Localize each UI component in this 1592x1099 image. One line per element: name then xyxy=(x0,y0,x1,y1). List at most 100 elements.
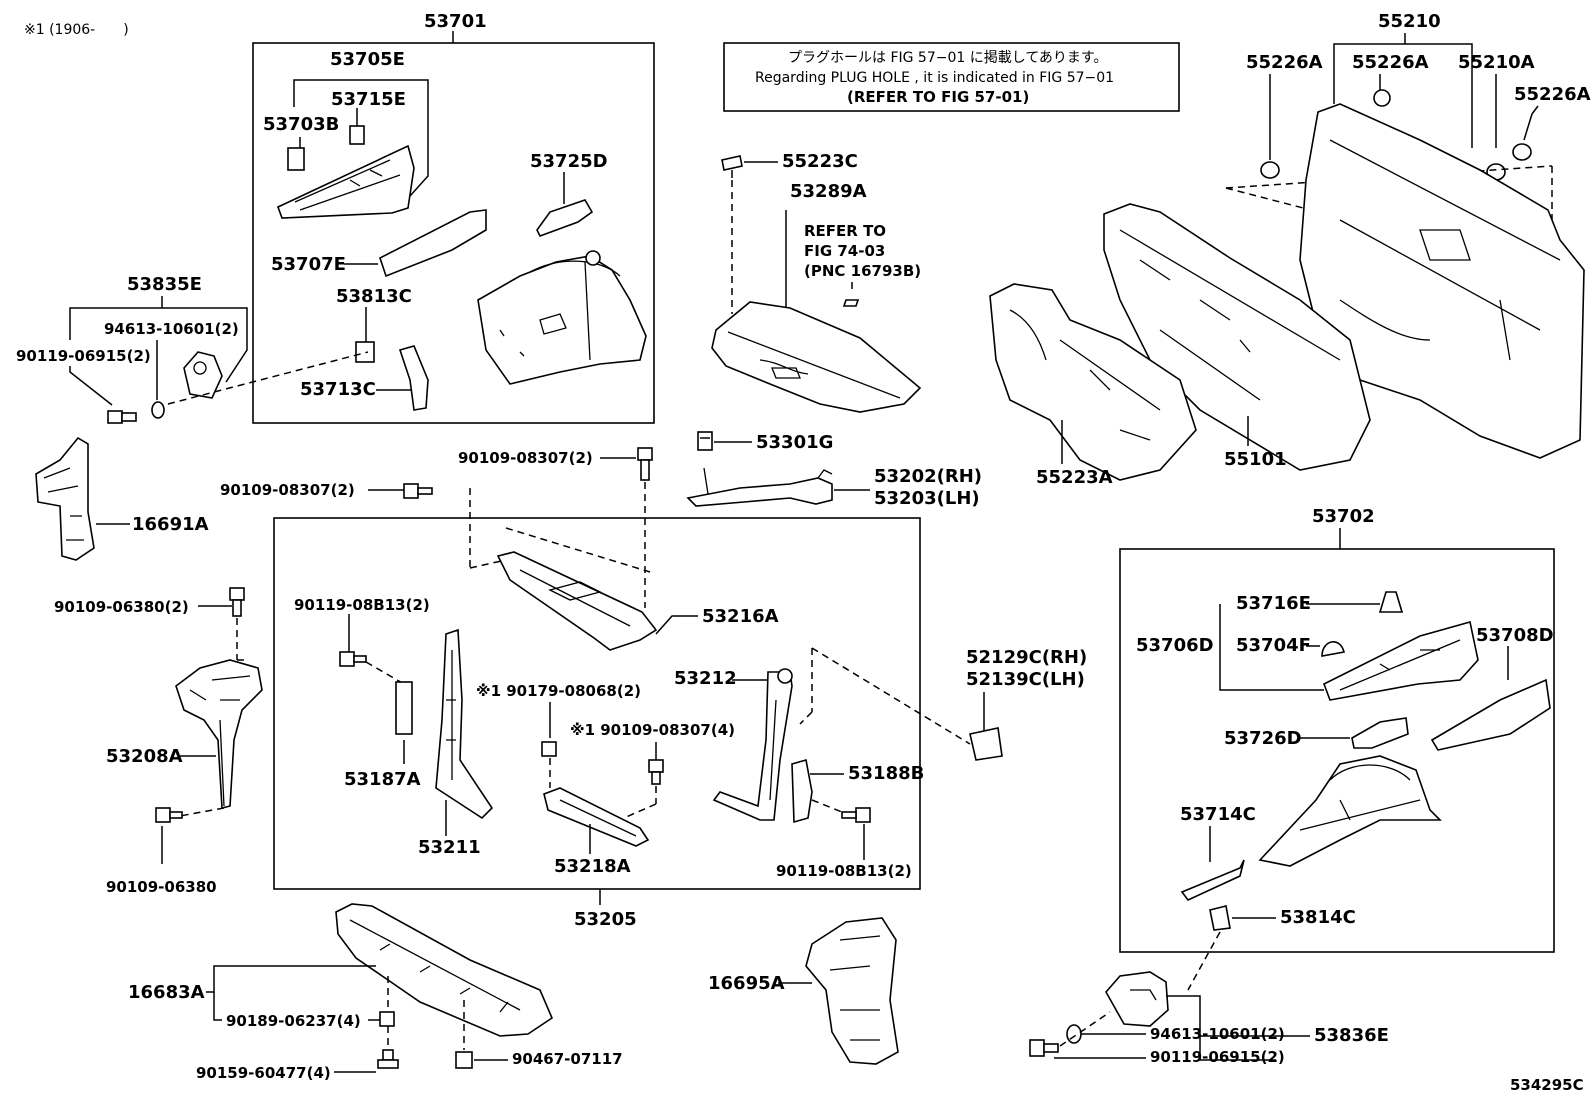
bolt-90119-08B13-left xyxy=(339,651,367,667)
label-55223C: 55223C xyxy=(782,151,858,172)
part-53707E xyxy=(379,209,487,278)
part-53202-53203 xyxy=(686,467,833,507)
refer-note-53289A-line-1: REFER TO xyxy=(804,222,886,240)
label-53814C: 53814C xyxy=(1280,907,1356,928)
part-16691A xyxy=(35,436,95,561)
label-53187A: 53187A xyxy=(344,769,421,790)
label-53725D: 53725D xyxy=(530,151,608,172)
refer-note-box: プラグホールは FIG 57−01 に掲載してあります。 Regarding P… xyxy=(723,42,1180,112)
refer-note-53289A-line-3: (PNC 16793B) xyxy=(804,262,921,280)
label-94613-right: 94613-10601(2) xyxy=(1150,1025,1285,1043)
label-53706D: 53706D xyxy=(1136,635,1214,656)
clip-90467 xyxy=(455,1051,473,1069)
part-53813C xyxy=(355,341,375,363)
part-53188B xyxy=(791,758,813,824)
part-53708D xyxy=(1430,678,1551,751)
label-53835E: 53835E xyxy=(127,274,202,295)
label-90189: 90189-06237(4) xyxy=(226,1012,361,1030)
assembly-box-53205 xyxy=(273,517,921,890)
label-53813C: 53813C xyxy=(336,286,412,307)
label-90179: ※1 90179-08068(2) xyxy=(476,682,641,700)
part-53814C xyxy=(1209,905,1231,931)
part-53726D xyxy=(1351,717,1409,749)
label-53707E: 53707E xyxy=(271,254,346,275)
label-53702: 53702 xyxy=(1312,506,1375,527)
bolt-90109-06380-bottom xyxy=(155,807,183,823)
part-53706D xyxy=(1322,620,1479,701)
washer-94613-right xyxy=(1066,1024,1082,1044)
part-53301G xyxy=(697,431,713,451)
bolt-90109-06380-top xyxy=(229,587,245,617)
label-55226A-3: 55226A xyxy=(1514,84,1591,105)
label-53202: 53202(RH) xyxy=(874,466,982,487)
label-55101: 55101 xyxy=(1224,449,1287,470)
label-90109-08307-top: 90109-08307(2) xyxy=(458,449,593,467)
clips-55226A xyxy=(1260,89,1532,181)
label-53216A: 53216A xyxy=(702,606,779,627)
bolt-90119-left xyxy=(107,410,137,424)
bolt-90109-08307-left xyxy=(403,483,433,499)
bolt-90119-08B13-right xyxy=(841,807,871,823)
label-53701: 53701 xyxy=(424,11,487,32)
part-53713C xyxy=(398,345,429,411)
part-16695A xyxy=(805,917,899,1065)
bolt-90109-08307-top xyxy=(637,447,653,481)
label-53726D: 53726D xyxy=(1224,728,1302,749)
label-53218A: 53218A xyxy=(554,856,631,877)
part-53187A xyxy=(395,681,413,735)
bolt-90119-right xyxy=(1029,1039,1059,1057)
screw-90159 xyxy=(377,1049,399,1069)
refer-note-53289A-line-2: FIG 74-03 xyxy=(804,242,885,260)
part-wheelhouse-53702 xyxy=(1258,755,1442,867)
label-55226A-1: 55226A xyxy=(1246,52,1323,73)
label-53212: 53212 xyxy=(674,668,737,689)
label-53301G: 53301G xyxy=(756,432,833,453)
bolt-90109-08307-right xyxy=(648,759,664,785)
refer-note-line-2: Regarding PLUG HOLE , it is indicated in… xyxy=(755,70,1114,86)
part-53725D xyxy=(536,199,594,237)
label-94613-left: 94613-10601(2) xyxy=(104,320,239,338)
label-53704F: 53704F xyxy=(1236,635,1311,656)
refer-note-line-3: (REFER TO FIG 57-01) xyxy=(847,88,1029,106)
label-90119-08B13-left: 90119-08B13(2) xyxy=(294,596,430,614)
part-53704F xyxy=(1321,641,1345,657)
label-55210A: 55210A xyxy=(1458,52,1535,73)
part-55223A xyxy=(989,283,1197,481)
part-53705E xyxy=(276,125,415,219)
label-16683A: 16683A xyxy=(128,982,205,1003)
washer-94613-left xyxy=(151,401,165,419)
label-90159: 90159-60477(4) xyxy=(196,1064,331,1082)
label-55223A: 55223A xyxy=(1036,467,1113,488)
label-90119-right: 90119-06915(2) xyxy=(1150,1048,1285,1066)
label-16695A: 16695A xyxy=(708,973,785,994)
label-52139C: 52139C(LH) xyxy=(966,669,1085,690)
part-53835E xyxy=(183,351,223,399)
header-note: ※1 (1906- ) xyxy=(24,22,129,38)
label-90109-06380-bottom: 90109-06380 xyxy=(106,878,217,896)
label-55210: 55210 xyxy=(1378,11,1441,32)
label-53715E: 53715E xyxy=(331,89,406,110)
label-90119-left: 90119-06915(2) xyxy=(16,347,151,365)
part-53836E xyxy=(1105,971,1169,1027)
part-52129C xyxy=(969,727,1003,761)
label-53205: 53205 xyxy=(574,909,637,930)
label-53203: 53203(LH) xyxy=(874,488,980,509)
label-16691A: 16691A xyxy=(132,514,209,535)
part-53714C xyxy=(1180,859,1245,901)
label-53289A: 53289A xyxy=(790,181,867,202)
part-53216A xyxy=(496,551,658,651)
part-55210 xyxy=(1299,103,1585,459)
label-53188B: 53188B xyxy=(848,763,924,784)
part-wheelhouse-53701 xyxy=(477,250,647,385)
assembly-box-53702 xyxy=(1119,548,1555,953)
label-53705E: 53705E xyxy=(330,49,405,70)
label-90467: 90467-07117 xyxy=(512,1050,623,1068)
part-53716E xyxy=(1378,591,1404,613)
label-90109-08307-left: 90109-08307(2) xyxy=(220,481,355,499)
label-53714C: 53714C xyxy=(1180,804,1256,825)
label-52129C: 52129C(RH) xyxy=(966,647,1087,668)
refer-note-line-1: プラグホールは FIG 57−01 に掲載してあります。 xyxy=(788,50,1108,66)
nut-90179 xyxy=(541,741,557,757)
label-53703B: 53703B xyxy=(263,114,339,135)
label-53211: 53211 xyxy=(418,837,481,858)
